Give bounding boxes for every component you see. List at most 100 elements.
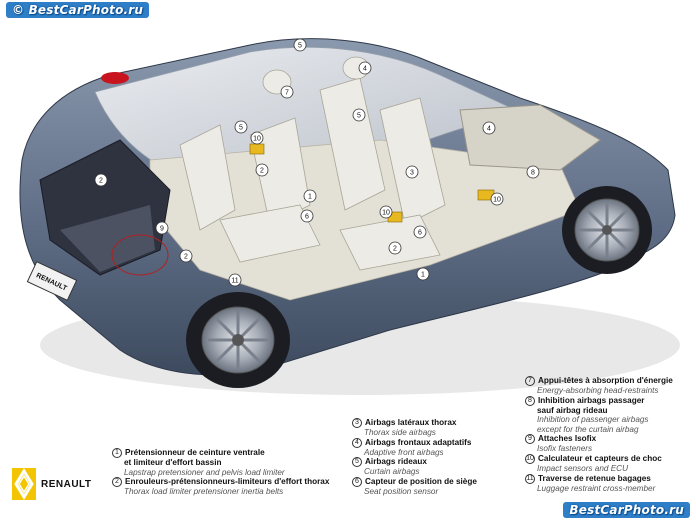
legend-subtitle-3: Thorax side airbags (364, 428, 436, 437)
svg-text:4: 4 (487, 126, 491, 133)
svg-text:7: 7 (285, 90, 289, 97)
callout-11: 11 (228, 273, 242, 287)
watermark-bottom: BestCarPhoto.ru (563, 502, 690, 518)
legend-title-2: Enrouleurs-prétensionneurs-limiteurs d'e… (125, 477, 330, 487)
legend-title2-1: et limiteur d'effort bassin (124, 458, 222, 467)
legend-num-1: 1 (112, 448, 122, 458)
legend-title-4: Airbags frontaux adaptatifs (365, 437, 472, 447)
callout-6a: 6 (300, 209, 314, 223)
legend-num-7: 7 (525, 376, 535, 386)
callout-4b: 4 (482, 121, 496, 135)
seats (179, 56, 446, 271)
svg-text:2: 2 (99, 178, 103, 185)
callout-5c: 5 (352, 108, 366, 122)
legend-subtitle-1: Lapstrap pretensioner and pelvis load li… (124, 467, 285, 477)
svg-text:10: 10 (253, 136, 261, 143)
legend-num-11: 11 (525, 473, 535, 484)
trunk-floor (60, 205, 155, 272)
callout-6b: 6 (413, 225, 427, 239)
legend-num-5: 5 (352, 457, 362, 468)
legend-title-10: Calculateur et capteurs de choc (538, 454, 662, 464)
callout-10b: 10 (379, 205, 393, 219)
brand-name: RENAULT (41, 479, 92, 490)
rear-lamp (111, 234, 169, 276)
svg-text:10: 10 (382, 210, 390, 217)
renault-logo-icon (12, 468, 36, 500)
svg-text:1: 1 (421, 272, 425, 279)
callout-8: 8 (526, 165, 540, 179)
svg-text:6: 6 (305, 214, 309, 221)
legend-num-4: 4 (352, 437, 362, 448)
legend-title-6: Capteur de position de siège (365, 476, 477, 486)
dashboard (459, 104, 601, 171)
legend-num-3: 3 (352, 418, 362, 428)
legend-num-9: 9 (525, 434, 535, 445)
legend-subtitle-5: Curtain airbags (364, 467, 420, 477)
legend-subtitle2-8: except for the curtain airbag (537, 424, 639, 434)
svg-text:9: 9 (160, 226, 164, 233)
svg-text:10: 10 (493, 197, 501, 204)
car-cutaway-illustration: RENAULT 1 1 2 2 2 2 3 4 4 5 (19, 38, 680, 395)
legend-num-2: 2 (112, 477, 122, 488)
callout-2b: 2 (179, 249, 193, 263)
svg-text:2: 2 (184, 254, 188, 261)
legend-subtitle-11: Luggage restraint cross-member (537, 483, 656, 493)
svg-text:8: 8 (531, 170, 535, 177)
legend-title-1: Prétensionneur de ceinture ventrale (125, 448, 265, 458)
callout-10a: 10 (250, 131, 264, 145)
legend-title2-8: sauf airbag rideau (537, 405, 608, 415)
svg-text:5: 5 (239, 125, 243, 132)
legend-title-11: Traverse de retenue bagages (538, 473, 651, 483)
legend-subtitle-9: Isofix fasteners (537, 444, 593, 454)
callout-1a: 1 (303, 189, 317, 203)
front-wheel (562, 186, 652, 274)
callout-2c: 2 (255, 163, 269, 177)
legend-title-9: Attaches Isofix (538, 434, 597, 444)
svg-text:11: 11 (231, 278, 238, 285)
license-plate: RENAULT (26, 261, 78, 301)
callout-3: 3 (405, 165, 419, 179)
tail-light (101, 72, 129, 84)
svg-text:3: 3 (410, 170, 414, 177)
svg-text:4: 4 (363, 66, 367, 73)
callouts: 1 1 2 2 2 2 3 4 4 5 5 5 6 6 7 8 9 10 10 … (94, 38, 540, 287)
rear-wheel (186, 292, 290, 388)
callout-2d: 2 (388, 241, 402, 255)
callout-5a: 5 (293, 38, 307, 52)
legend-subtitle-6: Seat position sensor (364, 486, 439, 496)
legend-subtitle-8: Inhibition of passenger airbags (537, 415, 649, 425)
legend-title-7: Appui-têtes à absorption d'énergie (538, 376, 673, 386)
callout-5b: 5 (234, 120, 248, 134)
legend-subtitle-10: Impact sensors and ECU (537, 463, 629, 473)
legend-num-10: 10 (525, 453, 535, 464)
callout-10c: 10 (490, 192, 504, 206)
legend-subtitle-7: Energy-absorbing head-restraints (537, 386, 659, 395)
svg-text:5: 5 (298, 43, 302, 50)
legend-title-5: Airbags rideaux (365, 457, 427, 467)
watermark-top: © BestCarPhoto.ru (6, 2, 150, 18)
callout-1b: 1 (416, 267, 430, 281)
callout-9: 9 (155, 221, 169, 235)
callout-4a: 4 (358, 61, 372, 75)
callout-7: 7 (280, 85, 294, 99)
svg-text:5: 5 (357, 113, 361, 120)
legend-subtitle-4: Adaptive front airbags (364, 447, 444, 457)
legend-title-3: Airbags latéraux thorax (365, 418, 457, 428)
svg-text:2: 2 (393, 246, 397, 253)
legend-num-8: 8 (525, 395, 535, 406)
legend-num-6: 6 (352, 476, 362, 487)
